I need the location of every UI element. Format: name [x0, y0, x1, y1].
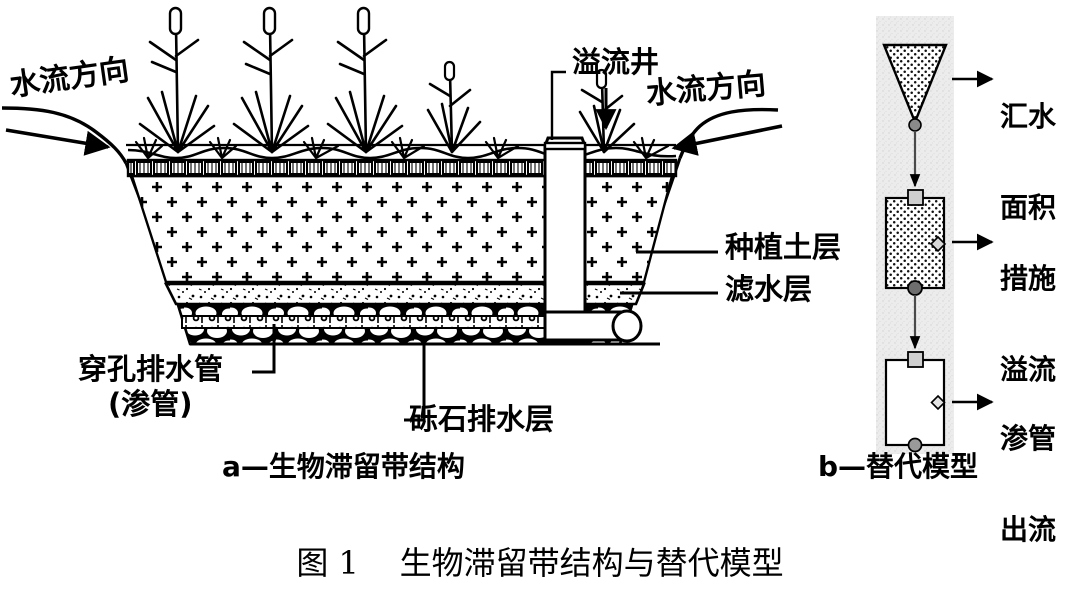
perforated-drain-pipe-label: 穿孔排水管: [78, 352, 224, 386]
figure-root: 水流方向 水流方向 溢流井 种植土层 滤水层 穿孔排水管 (渗管) 砾石排水层 …: [1, 6, 1056, 582]
measure-overflow-label-line1: 措施: [1000, 262, 1057, 296]
plant-reed-3: [326, 6, 404, 154]
measure-overflow-label-line2: 溢流: [1000, 353, 1057, 387]
leader-perforated-pipe: [252, 324, 276, 374]
overflow-well: [543, 136, 587, 344]
plant-tufts: [134, 136, 670, 160]
plant-reed-2: [232, 6, 310, 154]
flow-arrow-left: [5, 128, 111, 156]
gravel-drainage-layer-label: 砾石排水层: [409, 402, 555, 436]
node-measure-overflow: [884, 189, 947, 296]
ground-line-right: [678, 107, 779, 159]
figure-caption: 图 1 生物滞留带结构与替代模型: [296, 544, 784, 582]
filter-layer-label: 滤水层: [725, 272, 813, 306]
perforated-drain-pipe-label-sub: (渗管): [108, 387, 193, 421]
panel-a-cross-section: [1, 6, 783, 422]
measure-overflow-label: 措施 溢流: [1000, 204, 1056, 446]
node-underdrain-outflow: [884, 351, 946, 453]
underdrain-outflow-label-line1: 渗管: [1000, 422, 1057, 456]
panel-a-caption: a—生物滞留带结构: [222, 450, 465, 483]
flow-arrow-right: [671, 124, 783, 156]
panel-b-caption: b—替代模型: [818, 450, 979, 483]
node-catchment: [882, 43, 948, 132]
mulch-layer: [126, 158, 678, 178]
catchment-area-label-line2: 面积: [1000, 191, 1057, 225]
vegetation-group: [134, 6, 670, 160]
underdrain-outflow-label: 渗管 出流: [1000, 364, 1056, 606]
plant-reed-1: [138, 6, 216, 154]
overflow-well-label: 溢流井: [572, 45, 660, 79]
plant-grass-4: [426, 60, 482, 154]
panel-b-model: [876, 16, 994, 454]
leader-gravel-layer: [404, 336, 426, 422]
overflow-well-leader: [550, 70, 566, 140]
figure-canvas: [1, 6, 994, 454]
catchment-area-label-line1: 汇水: [1000, 100, 1057, 134]
ground-line-left: [1, 106, 128, 164]
planting-soil-layer: [130, 174, 674, 284]
outlet-pipe: [543, 309, 643, 343]
underdrain-outflow-label-line2: 出流: [1000, 513, 1057, 547]
planting-soil-layer-label: 种植土层: [725, 230, 842, 264]
catchment-area-label: 汇水 面积: [1000, 42, 1056, 284]
